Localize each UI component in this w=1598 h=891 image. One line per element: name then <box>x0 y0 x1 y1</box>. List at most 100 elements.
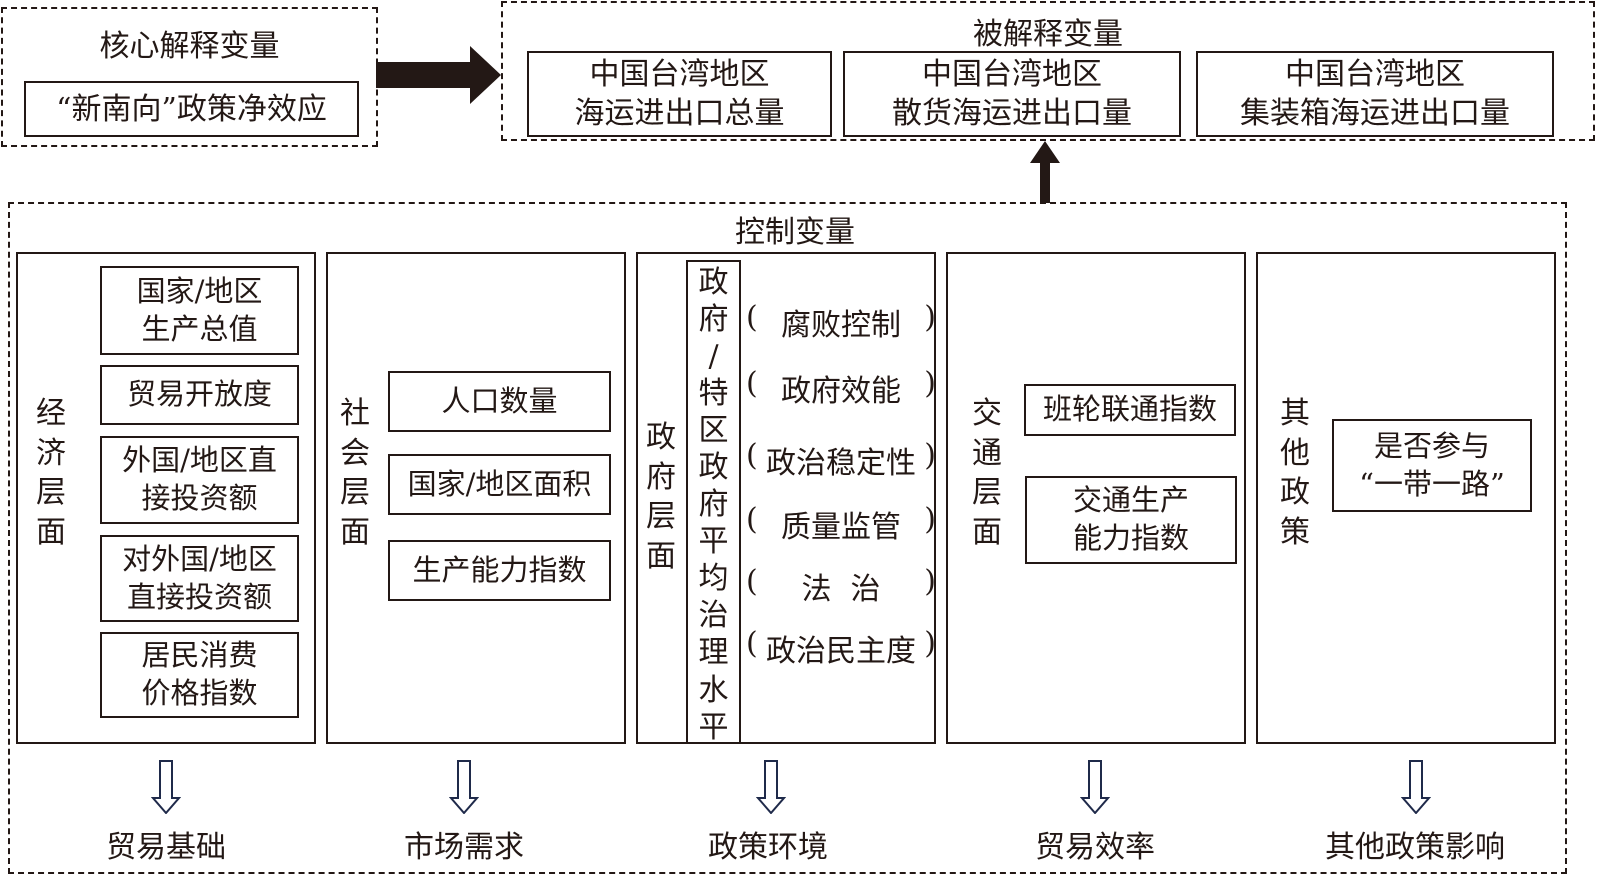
paren: ) <box>924 626 936 661</box>
box-line: “一带一路” <box>1359 466 1505 501</box>
label-char: 层 <box>972 475 1002 511</box>
core-variable-box: “新南向”政策净效应 <box>24 81 359 137</box>
label-char: 治 <box>698 598 729 634</box>
box-line: 生产能力指数 <box>412 552 587 587</box>
paren: ( <box>746 300 758 335</box>
governance-vertical-box: 政 府 / 特 区 政 府 平 均 治 理 水 平 <box>686 260 741 745</box>
indicator-text: 政治民主度 <box>766 634 916 669</box>
paren: ) <box>924 438 936 473</box>
label-char: 理 <box>698 635 729 671</box>
other-policy-label: 其 他 政 策 <box>1280 394 1310 552</box>
economic-box-inward-fdi: 外国/地区直 接投资额 <box>100 436 299 524</box>
box-line: 居民消费 <box>141 638 258 673</box>
social-box-population: 人口数量 <box>388 371 611 432</box>
transport-box-liner-connectivity: 班轮联通指数 <box>1024 384 1236 436</box>
paren: ( <box>746 502 758 537</box>
label-char: 经 <box>36 396 66 431</box>
dependent-variable-title: 被解释变量 <box>973 17 1123 52</box>
outcome-market-demand: 市场需求 <box>404 830 524 865</box>
label-char: 济 <box>36 435 66 471</box>
outcome-policy-environment: 政策环境 <box>708 830 828 865</box>
indicator-text: 法 治 <box>782 572 900 607</box>
other-policy-box-belt-road: 是否参与 “一带一路” <box>1332 419 1532 512</box>
box-line: 中国台湾地区 <box>589 57 770 92</box>
economic-box-trade-openness: 贸易开放度 <box>100 365 299 425</box>
box-line: 价格指数 <box>141 676 258 710</box>
box-line: 海运进出口总量 <box>574 96 785 131</box>
core-variable-title: 核心解释变量 <box>99 29 280 64</box>
outcome-other-policy-impact: 其他政策影响 <box>1325 830 1505 865</box>
box-line: 贸易开放度 <box>126 377 272 412</box>
hollow-down-arrow-icon <box>1080 760 1110 814</box>
label-char: 区 <box>698 413 729 449</box>
indicator-political-stability: ( 政治稳定性 ) <box>746 438 936 502</box>
hollow-down-arrow-icon <box>151 760 181 814</box>
box-line: 集装箱海运进出口量 <box>1240 96 1510 131</box>
box-line: 能力指数 <box>1072 521 1189 555</box>
economic-box-outward-fdi: 对外国/地区 直接投资额 <box>100 535 299 622</box>
social-box-area: 国家/地区面积 <box>388 454 611 515</box>
indicator-regulatory-quality: ( 质量监管 ) <box>746 502 936 564</box>
paren: ) <box>924 300 936 335</box>
label-char: 社 <box>340 396 370 431</box>
paren: ) <box>924 502 936 537</box>
label-char: 通 <box>972 435 1002 471</box>
core-variable-group: 核心解释变量 “新南向”政策净效应 <box>1 7 378 147</box>
label-char: 面 <box>972 514 1002 550</box>
indicator-text: 政府效能 <box>771 374 911 409</box>
government-panel: 政 府 层 面 政 府 / 特 区 政 府 平 均 治 理 水 平 ( 腐败控制… <box>636 252 936 745</box>
box-line: 对外国/地区 <box>122 541 277 576</box>
social-panel: 社 会 层 面 人口数量 国家/地区面积 生产能力指数 <box>326 252 626 744</box>
transport-box-productive-capacity: 交通生产 能力指数 <box>1025 476 1237 564</box>
label-char: 层 <box>340 475 370 511</box>
hollow-down-arrow-icon <box>449 760 479 814</box>
label-char: 面 <box>36 514 66 550</box>
indicator-text: 质量监管 <box>771 510 911 545</box>
indicator-corruption-control: ( 腐败控制 ) <box>746 300 936 366</box>
label-char: 交 <box>972 396 1002 431</box>
label-char: 他 <box>1280 435 1310 471</box>
label-char: 政 <box>646 420 676 455</box>
label-char: 平 <box>698 709 729 745</box>
core-variable-text: “新南向”政策净效应 <box>56 91 327 127</box>
paren: ( <box>746 366 758 401</box>
outcome-trade-foundation: 贸易基础 <box>106 830 226 865</box>
dependent-variable-group: 被解释变量 中国台湾地区 海运进出口总量 中国台湾地区 散货海运进出口量 中国台… <box>501 1 1595 141</box>
box-line: 班轮联通指数 <box>1042 392 1217 427</box>
label-char: 面 <box>340 514 370 550</box>
transport-panel: 交 通 层 面 班轮联通指数 交通生产 能力指数 <box>946 252 1246 744</box>
box-line: 人口数量 <box>441 383 558 418</box>
box-line: 中国台湾地区 <box>1285 57 1465 92</box>
economic-label: 经 济 层 面 <box>36 394 66 552</box>
social-label: 社 会 层 面 <box>340 394 370 552</box>
hollow-down-arrow-icon <box>756 760 786 814</box>
box-line: 交通生产 <box>1072 483 1189 518</box>
dependent-variable-box-total: 中国台湾地区 海运进出口总量 <box>527 51 832 137</box>
label-char: 层 <box>36 475 66 511</box>
indicator-text: 腐败控制 <box>771 308 911 343</box>
outcome-trade-efficiency: 贸易效率 <box>1035 830 1155 865</box>
paren: ) <box>924 564 936 599</box>
paren: ( <box>746 438 758 473</box>
label-char: / <box>708 339 719 375</box>
box-line: 生产总值 <box>141 311 258 346</box>
economic-panel: 经 济 层 面 国家/地区 生产总值 贸易开放度 外国/地区直 接投资额 对外国… <box>16 252 316 744</box>
solid-right-arrow-icon <box>376 46 501 104</box>
indicator-government-effectiveness: ( 政府效能 ) <box>746 366 936 438</box>
economic-box-gdp: 国家/地区 生产总值 <box>100 266 299 355</box>
dependent-variable-box-bulk: 中国台湾地区 散货海运进出口量 <box>843 51 1181 137</box>
indicator-rule-of-law: ( 法 治 ) <box>746 564 936 626</box>
social-box-productive-capacity: 生产能力指数 <box>388 540 611 601</box>
label-char: 府 <box>698 487 729 523</box>
box-line: 散货海运进出口量 <box>892 96 1132 131</box>
label-char: 策 <box>1280 514 1310 550</box>
label-char: 特 <box>698 376 729 412</box>
box-line: 外国/地区直 <box>122 443 277 478</box>
label-char: 府 <box>646 459 676 495</box>
control-variable-title: 控制变量 <box>735 215 855 250</box>
box-line: 国家/地区 <box>136 273 263 308</box>
label-char: 政 <box>698 265 729 300</box>
paren: ( <box>746 564 758 599</box>
label-char: 均 <box>698 561 729 597</box>
indicator-text: 政治稳定性 <box>766 446 916 481</box>
